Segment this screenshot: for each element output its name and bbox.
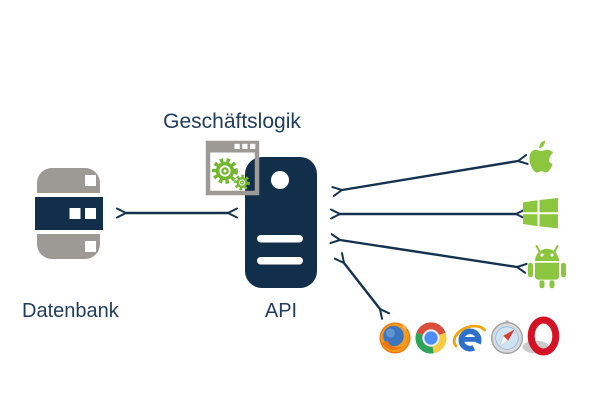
apple-icon: [529, 140, 554, 173]
internet-explorer-icon: [452, 324, 487, 356]
server-icon: [245, 157, 317, 288]
android-icon: [528, 245, 566, 289]
database-label: Datenbank: [22, 300, 119, 322]
windows-icon: [523, 198, 558, 229]
database-icon: [35, 168, 103, 259]
gears-icon: [212, 158, 250, 191]
chrome-icon: [415, 322, 447, 354]
app-window-frame: [205, 140, 260, 196]
business-logic-label: Geschäftslogik: [163, 110, 301, 133]
connection-arrows: [116, 154, 529, 320]
safari-icon: [491, 320, 524, 355]
api-label: API: [264, 300, 298, 322]
arrow-api-apple: [331, 154, 529, 197]
opera-icon: [522, 316, 560, 356]
firefox-icon: [379, 322, 411, 354]
arrow-api-browsers: [333, 252, 391, 320]
arrow-api-android: [329, 233, 528, 274]
